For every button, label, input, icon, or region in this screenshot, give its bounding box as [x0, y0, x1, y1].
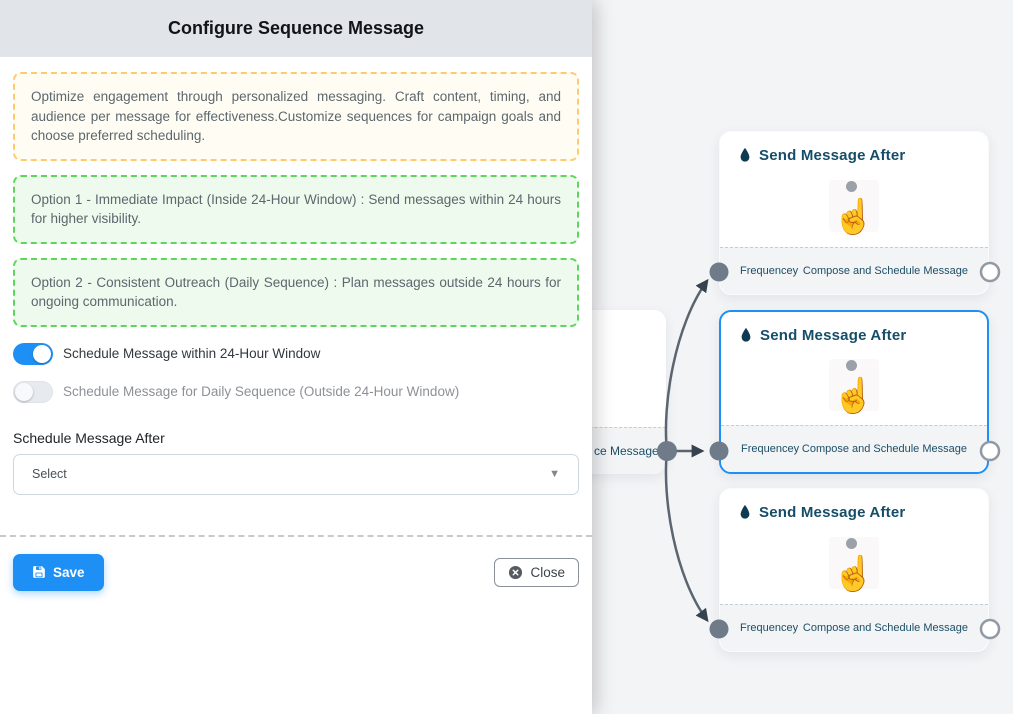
- input-port-card-3[interactable]: [709, 619, 729, 639]
- schedule-after-select[interactable]: Select ▼: [13, 453, 579, 495]
- card-footer: Frequencey Compose and Schedule Message: [721, 425, 987, 472]
- input-port-card-2[interactable]: [709, 441, 729, 461]
- output-port-card-1[interactable]: [979, 261, 1001, 283]
- close-button-label: Close: [530, 564, 565, 580]
- option-1-note: Option 1 - Immediate Impact (Inside 24-H…: [13, 174, 579, 244]
- modal-title: Configure Sequence Message: [167, 18, 425, 38]
- save-disk-icon: [32, 565, 46, 579]
- edge-to-card-1: [664, 278, 709, 452]
- toggle-knob: [33, 344, 51, 363]
- select-value: Select: [32, 467, 67, 482]
- hand-pointer-icon: ☝: [832, 197, 876, 236]
- save-button-label: Save: [53, 564, 85, 580]
- flow-card-send-message-3[interactable]: Send Message After ☝ Frequencey Compose …: [719, 488, 989, 652]
- tap-placeholder-button[interactable]: ☝: [829, 358, 879, 415]
- input-port-card-1[interactable]: [709, 262, 729, 282]
- card-footer: Frequencey Compose and Schedule Message: [720, 247, 988, 294]
- flow-card-send-message-2[interactable]: Send Message After ☝ Frequencey Compose …: [719, 310, 989, 474]
- toggle-24-hour-window-label: Schedule Message within 24-Hour Window: [63, 346, 321, 362]
- toggle-daily-sequence[interactable]: [13, 380, 53, 403]
- card-body: Send Message After ☝: [720, 489, 988, 604]
- modal-header: Configure Sequence Message: [0, 0, 592, 57]
- partial-card-body: [580, 310, 666, 427]
- configure-sequence-modal: Configure Sequence Message Optimize enga…: [0, 0, 592, 714]
- close-circle-icon: [508, 565, 523, 580]
- input-port-label: Frequencey: [741, 443, 800, 455]
- output-port-card-3[interactable]: [979, 618, 1001, 640]
- tap-placeholder-button[interactable]: ☝: [829, 536, 879, 593]
- output-port-label: Compose and Schedule Message: [802, 622, 968, 634]
- card-body: Send Message After ☝: [721, 312, 987, 425]
- option-2-note: Option 2 - Consistent Outreach (Daily Se…: [13, 257, 579, 327]
- footer-divider: [0, 534, 592, 537]
- description-note: Optimize engagement through personalized…: [13, 72, 579, 161]
- card-title: Send Message After: [759, 504, 906, 521]
- click-dot-icon: [846, 359, 857, 371]
- hand-pointer-icon: ☝: [832, 376, 876, 415]
- schedule-after-label: Schedule Message After: [13, 429, 165, 446]
- droplet-icon: [739, 327, 753, 344]
- toggle-knob: [15, 382, 33, 401]
- toggle-24-hour-window[interactable]: [13, 342, 53, 365]
- card-footer: Frequencey Compose and Schedule Message: [720, 604, 988, 651]
- click-dot-icon: [846, 537, 857, 549]
- chevron-down-icon: ▼: [549, 468, 560, 481]
- output-port-label: Compose and Schedule Message: [802, 265, 968, 277]
- source-port[interactable]: [657, 441, 677, 461]
- flow-card-send-message-1[interactable]: Send Message After ☝ Frequencey Compose …: [719, 131, 989, 295]
- hand-pointer-icon: ☝: [832, 554, 876, 593]
- output-port-card-2[interactable]: [979, 440, 1001, 462]
- input-port-label: Frequencey: [740, 265, 799, 277]
- droplet-icon: [738, 504, 752, 521]
- output-port-label: Compose and Schedule Message: [801, 443, 967, 455]
- close-button[interactable]: Close: [494, 557, 579, 587]
- tap-placeholder-button[interactable]: ☝: [829, 179, 879, 236]
- input-port-label: Frequencey: [740, 622, 799, 634]
- droplet-icon: [738, 147, 752, 164]
- partial-card-footer: ce Message: [580, 427, 666, 474]
- card-title: Send Message After: [760, 327, 907, 344]
- save-button[interactable]: Save: [13, 553, 104, 591]
- edge-to-card-3: [664, 450, 709, 623]
- flow-card-partial[interactable]: ce Message: [580, 310, 666, 474]
- card-body: Send Message After ☝: [720, 132, 988, 247]
- partial-card-label: ce Message: [594, 444, 659, 458]
- card-title: Send Message After: [759, 147, 906, 164]
- toggle-daily-sequence-label: Schedule Message for Daily Sequence (Out…: [63, 384, 460, 400]
- click-dot-icon: [846, 180, 857, 192]
